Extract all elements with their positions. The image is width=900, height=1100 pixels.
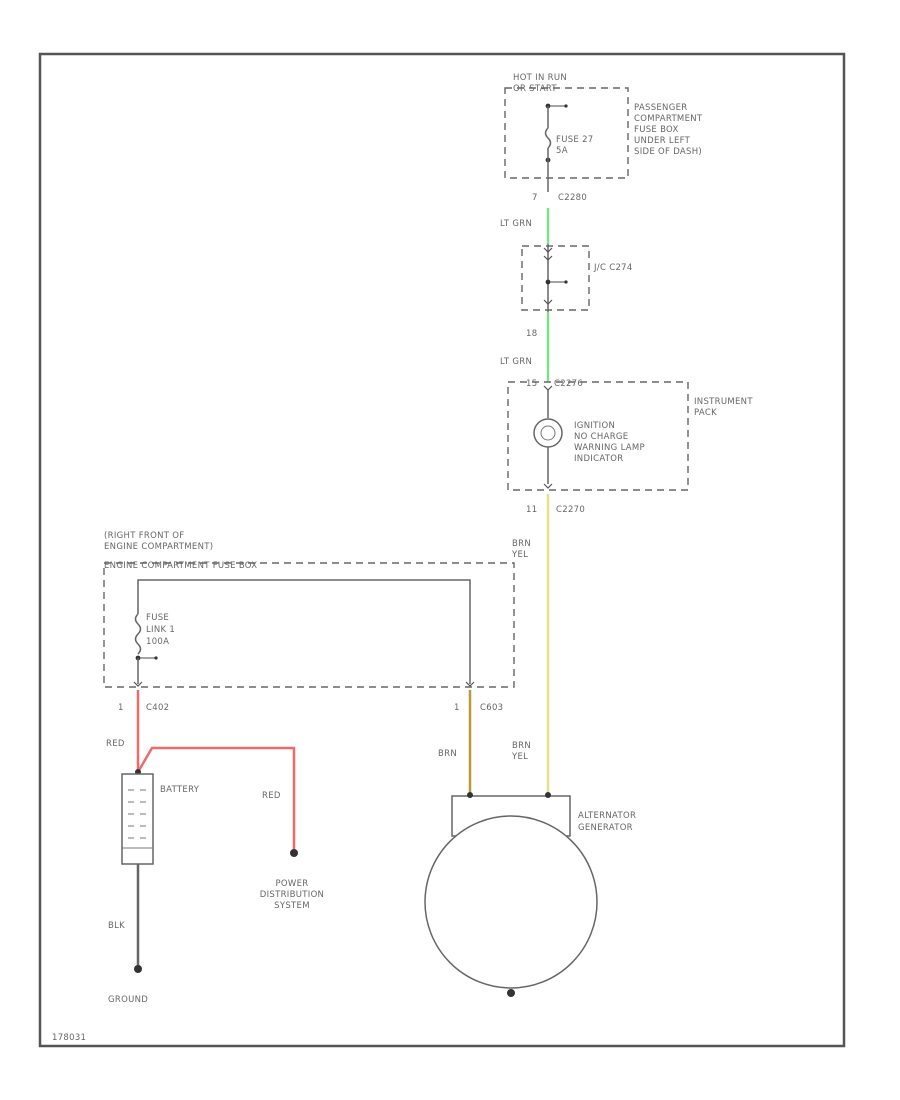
c2280-name: C2280 <box>558 193 587 203</box>
fuse-link-line2: LINK 1 <box>146 625 175 635</box>
instrument-pack: INSTRUMENT PACK IGNITION NO CHARGE WARNI… <box>507 381 753 491</box>
c2276-pin: 15 <box>526 379 537 389</box>
power-dist-line1: POWER <box>276 879 309 889</box>
instrument-pack-line2: PACK <box>694 408 717 418</box>
red-label-2: RED <box>262 791 281 801</box>
c603-name: C603 <box>480 703 503 713</box>
power-dist-line3: SYSTEM <box>274 901 310 911</box>
lamp-text-line1: IGNITION <box>574 421 615 431</box>
c2280-pin: 7 <box>532 193 538 203</box>
brn-label: BRN <box>438 749 457 759</box>
warning-lamp-icon <box>533 418 563 448</box>
ground-label: GROUND <box>108 995 148 1005</box>
instrument-pack-line1: INSTRUMENT <box>694 397 753 407</box>
pass-fuse-box-line3: FUSE BOX <box>634 125 679 135</box>
pass-fuse-box-line2: COMPARTMENT <box>634 114 703 124</box>
lt-grn-label-2: LT GRN <box>500 357 532 367</box>
lamp-text-line4: INDICATOR <box>574 454 624 464</box>
red-wire-2 <box>136 746 296 852</box>
hot-in-run-line1: HOT IN RUN <box>513 73 567 83</box>
battery-label: BATTERY <box>160 785 200 795</box>
junction-connector: J/C C274 <box>521 244 633 312</box>
diagram-id: 178031 <box>52 1033 86 1043</box>
eng-fuse-box-line2: ENGINE COMPARTMENT) <box>104 542 213 552</box>
brn-yel-bottom-line1: BRN <box>512 741 531 751</box>
fuse27-rating: 5A <box>556 146 568 156</box>
power-dist-line2: DISTRIBUTION <box>260 890 324 900</box>
c603-pin: 1 <box>454 703 460 713</box>
c2270-pin: 11 <box>526 505 537 515</box>
c402-name: C402 <box>146 703 169 713</box>
alternator-icon: ALTERNATOR GENERATOR <box>424 792 636 997</box>
lamp-text-line2: NO CHARGE <box>574 432 628 442</box>
pass-fuse-box-line4: UNDER LEFT <box>634 136 691 146</box>
ground-icon <box>134 965 142 973</box>
jc-label: J/C C274 <box>593 263 633 273</box>
fuse-link-line1: FUSE <box>146 613 169 623</box>
brn-yel-bottom-line2: YEL <box>511 752 528 762</box>
fuse27-label: FUSE 27 <box>556 135 594 145</box>
hot-in-run-line2: OR START <box>513 84 557 94</box>
red-label-1: RED <box>106 739 125 749</box>
pass-fuse-box-line5: SIDE OF DASH) <box>634 147 702 157</box>
pass-fuse-box-line1: PASSENGER <box>634 103 687 113</box>
fuse-link-line3: 100A <box>146 637 169 647</box>
blk-label: BLK <box>108 921 125 931</box>
lt-grn-label-1: LT GRN <box>500 219 532 229</box>
engine-fuse-box: (RIGHT FRONT OF ENGINE COMPARTMENT) ENGI… <box>103 531 515 688</box>
alternator-line1: ALTERNATOR <box>578 811 636 821</box>
lamp-text-line3: WARNING LAMP <box>574 443 645 453</box>
brn-yel-top-line1: BRN <box>512 539 531 549</box>
eng-fuse-box-line1: (RIGHT FRONT OF <box>104 531 184 541</box>
c2276-name: C2276 <box>554 379 583 389</box>
battery-icon: BATTERY <box>121 769 200 865</box>
c2270-name: C2270 <box>556 505 585 515</box>
power-dist-terminal <box>290 849 298 857</box>
eng-fuse-box-line3: ENGINE COMPARTMENT FUSE BOX <box>104 561 257 571</box>
passenger-fuse-box: HOT IN RUN OR START FUSE 27 5A PASSENGER… <box>504 73 703 192</box>
c402-pin: 1 <box>118 703 124 713</box>
brn-yel-top-line2: YEL <box>511 550 528 560</box>
alternator-line2: GENERATOR <box>578 823 633 833</box>
pin-18: 18 <box>526 329 537 339</box>
diagram-frame <box>38 52 846 1048</box>
